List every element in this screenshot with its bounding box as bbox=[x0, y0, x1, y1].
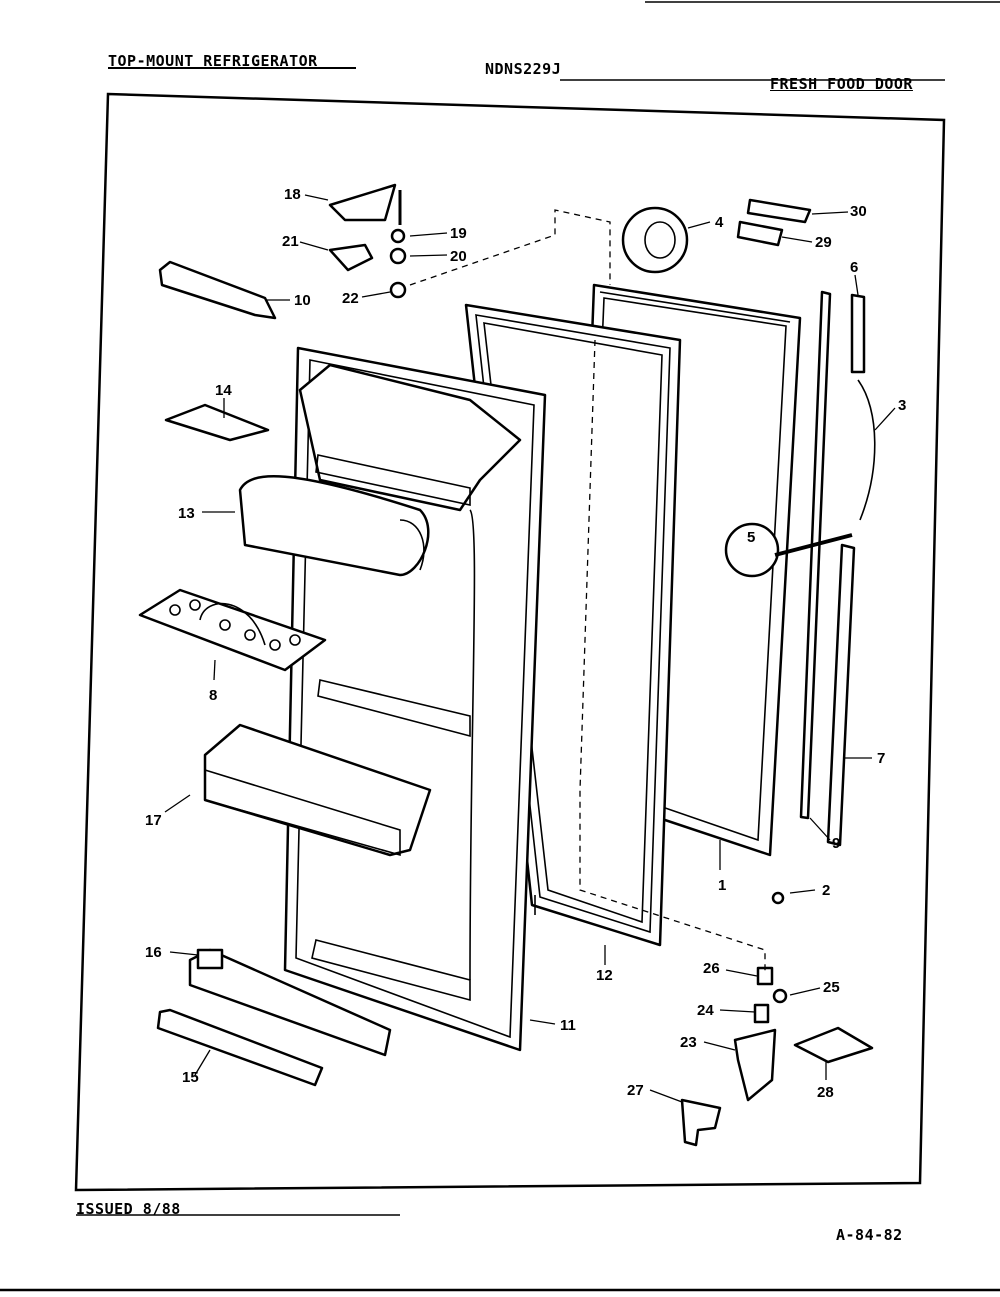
bottom-rail bbox=[156, 948, 392, 1087]
washer bbox=[390, 228, 406, 244]
handle-knob bbox=[621, 206, 689, 274]
label-30: 30 bbox=[850, 203, 867, 220]
hinge-bracket bbox=[328, 243, 374, 272]
egg-tray bbox=[138, 588, 327, 672]
spacer bbox=[756, 966, 774, 986]
assembly-path-top bbox=[409, 209, 611, 286]
lower-hinge-plate bbox=[793, 1026, 874, 1064]
label-7: 7 bbox=[877, 750, 885, 767]
label-14: 14 bbox=[215, 382, 232, 399]
label-27: 27 bbox=[627, 1082, 644, 1099]
shelf-clip bbox=[164, 403, 270, 442]
nut bbox=[389, 281, 407, 299]
label-23: 23 bbox=[680, 1034, 697, 1051]
label-8: 8 bbox=[209, 687, 217, 704]
side-trim-strip bbox=[799, 290, 832, 820]
top-hinge bbox=[328, 183, 397, 222]
label-19: 19 bbox=[450, 225, 467, 242]
label-15: 15 bbox=[182, 1069, 199, 1086]
label-22: 22 bbox=[342, 290, 359, 307]
nameplate-base bbox=[736, 220, 784, 247]
bushing bbox=[389, 247, 407, 265]
label-13: 13 bbox=[178, 505, 195, 522]
label-11: 11 bbox=[560, 1017, 576, 1034]
door-liner bbox=[283, 346, 547, 1052]
label-16: 16 bbox=[145, 944, 162, 961]
label-24: 24 bbox=[697, 1002, 714, 1019]
label-2: 2 bbox=[822, 882, 830, 899]
door-bin bbox=[203, 723, 432, 857]
handle-cord bbox=[857, 379, 876, 521]
diagram-title: TOP-MOUNT REFRIGERATOR bbox=[108, 52, 318, 70]
label-18: 18 bbox=[284, 186, 301, 203]
label-26: 26 bbox=[703, 960, 720, 977]
hinge-cover bbox=[158, 260, 277, 320]
handle-trim-bottom bbox=[826, 543, 856, 847]
handle-trim-top bbox=[850, 293, 866, 374]
label-29: 29 bbox=[815, 234, 832, 251]
label-1: 1 bbox=[718, 877, 726, 894]
label-6: 6 bbox=[850, 259, 858, 276]
diagram-code: A-84-82 bbox=[836, 1226, 903, 1244]
leader-lines bbox=[164, 194, 896, 1103]
lower-bushing bbox=[753, 1003, 770, 1024]
label-17: 17 bbox=[145, 812, 162, 829]
label-9: 9 bbox=[832, 835, 840, 852]
nameplate-badge bbox=[746, 198, 812, 224]
label-28: 28 bbox=[817, 1084, 834, 1101]
dairy-compartment-door bbox=[238, 475, 430, 577]
plug bbox=[771, 891, 785, 905]
assembly-path-bottom bbox=[579, 339, 766, 975]
lower-hinge bbox=[733, 1028, 777, 1102]
door-cam bbox=[724, 522, 780, 578]
label-12: 12 bbox=[596, 967, 613, 984]
model-number: NDNS229J bbox=[485, 60, 562, 78]
label-10: 10 bbox=[294, 292, 311, 309]
issued-date: ISSUED 8/88 bbox=[76, 1200, 181, 1218]
label-25: 25 bbox=[823, 979, 840, 996]
label-4: 4 bbox=[715, 214, 724, 231]
diagram-border bbox=[74, 92, 946, 1192]
lower-washer bbox=[772, 988, 788, 1004]
label-21: 21 bbox=[282, 233, 299, 250]
label-5: 5 bbox=[747, 529, 755, 546]
stop-bracket bbox=[680, 1098, 722, 1147]
label-3: 3 bbox=[898, 397, 906, 414]
label-20: 20 bbox=[450, 248, 467, 265]
